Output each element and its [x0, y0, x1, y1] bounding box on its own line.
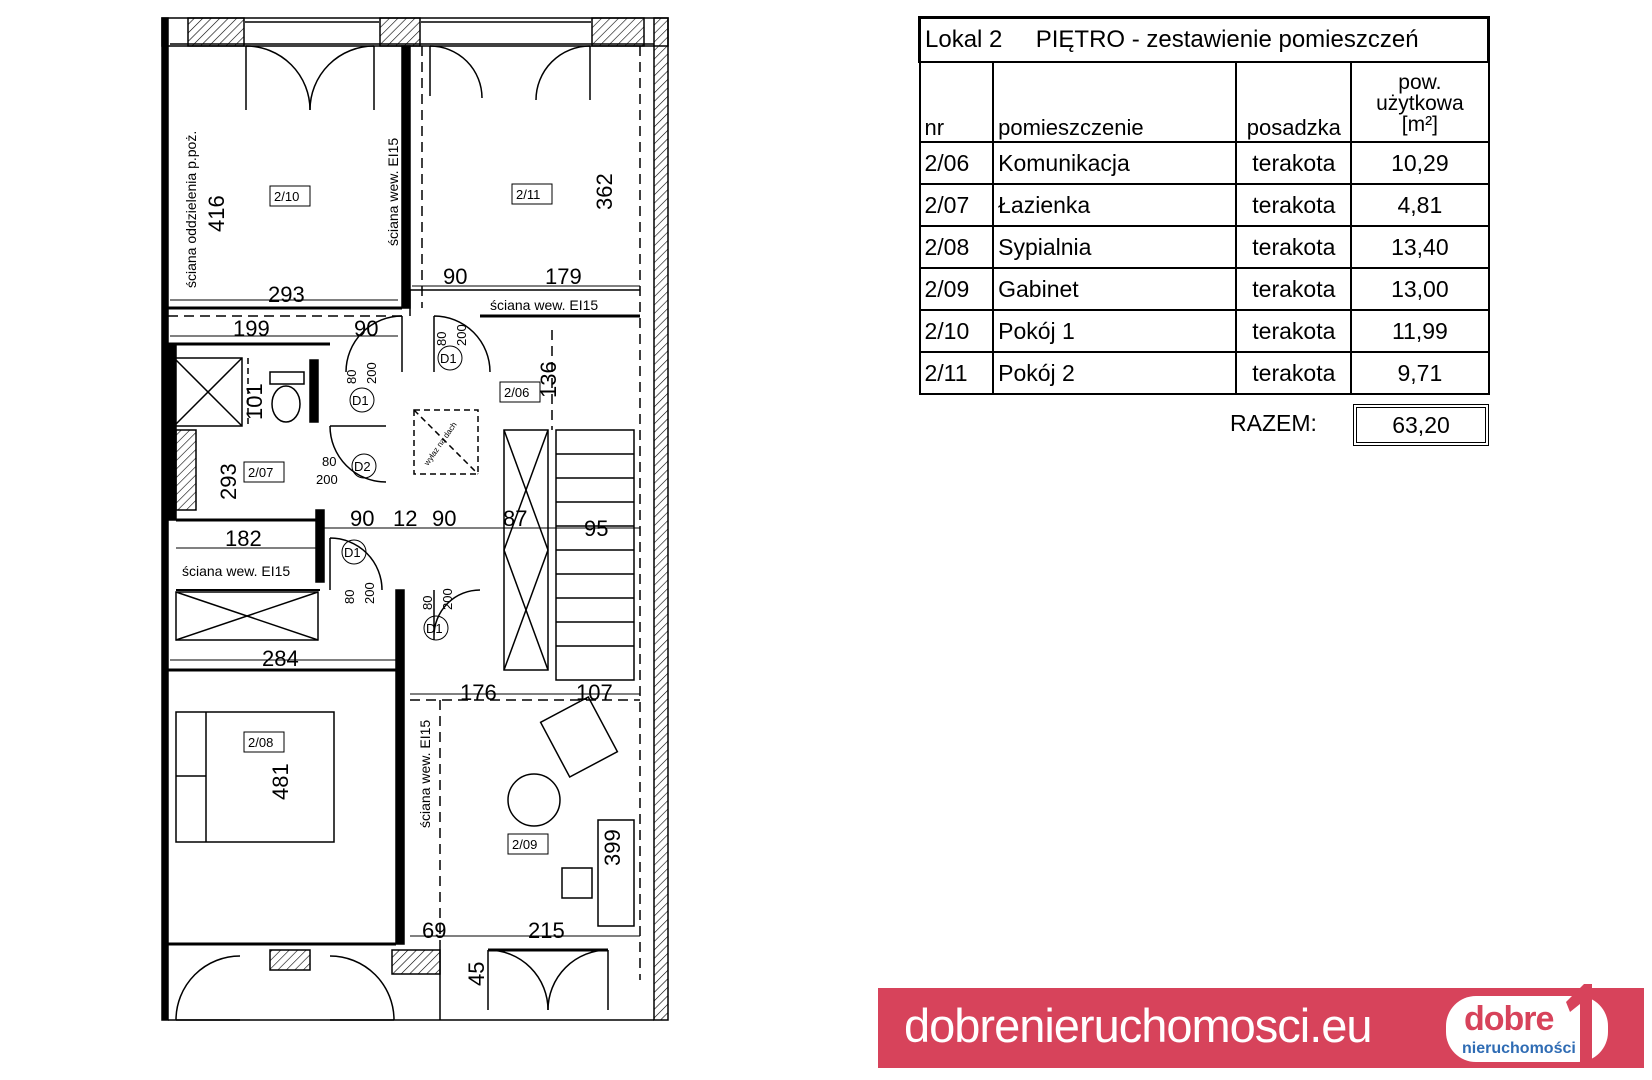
svg-text:80: 80 [322, 454, 336, 469]
table-row: 2/08 Sypialnia terakota 13,40 [918, 225, 1490, 269]
svg-text:80: 80 [344, 370, 359, 384]
door-tag-d1-d: D1 [423, 615, 449, 641]
dim-87: 87 [503, 506, 527, 531]
logo-text-top: dobre [1464, 1000, 1554, 1038]
svg-text:2/06: 2/06 [504, 385, 529, 400]
svg-text:80: 80 [342, 590, 357, 604]
svg-text:D1: D1 [344, 545, 361, 560]
wall-label-ei15-mid: ściana wew. EI15 [417, 720, 433, 828]
outer-wall-left [161, 17, 169, 1021]
svg-text:D1: D1 [440, 351, 457, 366]
dim-293-side: 293 [216, 463, 241, 500]
dim-179: 179 [545, 264, 582, 289]
svg-text:200: 200 [454, 324, 469, 346]
table-header-row: nr pomieszczenie posadzka pow. użytkowa … [918, 61, 1490, 143]
total-value: 63,20 [1353, 404, 1489, 446]
round-table [507, 773, 561, 827]
chair [561, 867, 593, 899]
room-tag-2-10: 2/10 [269, 185, 311, 207]
dim-481: 481 [268, 763, 293, 800]
table-row: 2/07 Łazienka terakota 4,81 [918, 183, 1490, 227]
dim-12: 12 [393, 506, 417, 531]
table-row: 2/10 Pokój 1 terakota 11,99 [918, 309, 1490, 353]
table-title: PIĘTRO - zestawienie pomieszczeń [1035, 26, 1419, 53]
stairs [503, 429, 549, 671]
wall-label-ei15-right: ściana wew. EI15 [490, 297, 598, 313]
col-header-floor: posadzka [1235, 61, 1353, 143]
table-total-row: RAZEM: 63,20 [1230, 404, 1492, 446]
floor-plan: 416 362 293 90 179 199 90 136 101 293 90… [161, 17, 669, 1021]
room-tag-2-08: 2/08 [243, 731, 285, 753]
dim-362: 362 [592, 173, 617, 210]
dim-399: 399 [600, 829, 625, 866]
table-row: 2/11 Pokój 2 terakota 9,71 [918, 351, 1490, 395]
room-tag-2-09: 2/09 [507, 833, 549, 855]
table-title-lokal: Lokal 2 [925, 26, 1003, 53]
stair-treads [556, 453, 634, 647]
col-header-area: pow. użytkowa [m²] [1350, 61, 1490, 143]
table-row: 2/06 Komunikacja terakota 10,29 [918, 141, 1490, 185]
svg-text:D1: D1 [352, 393, 369, 408]
svg-text:200: 200 [316, 472, 338, 487]
door-tag-d2: D2 [351, 453, 377, 479]
svg-text:2/11: 2/11 [516, 187, 540, 202]
bed [175, 711, 335, 843]
svg-text:2/09: 2/09 [512, 837, 537, 852]
door-tag-d1-b: D1 [437, 345, 463, 371]
dim-199: 199 [233, 316, 270, 341]
svg-text:D1: D1 [426, 621, 443, 636]
dim-90-top: 90 [443, 264, 467, 289]
logo-one-icon [1566, 984, 1592, 1064]
svg-text:D2: D2 [354, 459, 371, 474]
room-schedule-table: Lokal 2 PIĘTRO - zestawienie pomieszczeń… [918, 16, 1490, 395]
logo-text-bottom: nieruchomości [1462, 1040, 1576, 1057]
dim-90-c: 90 [350, 506, 374, 531]
room-tag-2-06: 2/06 [499, 381, 541, 403]
outer-wall-right [653, 17, 669, 1021]
col-header-room: pomieszczenie [992, 61, 1238, 143]
svg-text:80: 80 [434, 332, 449, 346]
wall-label-fire: ściana oddzielenia p.poż. [183, 131, 199, 288]
dim-95: 95 [584, 516, 608, 541]
svg-text:2/07: 2/07 [248, 465, 273, 480]
dim-107: 107 [576, 680, 613, 705]
agency-url[interactable]: dobrenieruchomosci.eu [904, 999, 1373, 1052]
room-tag-2-11: 2/11 [511, 183, 553, 205]
agency-banner: dobrenieruchomosci.eu dobre nieruchomośc… [878, 984, 1644, 1068]
wall-label-ei15-top: ściana wew. EI15 [385, 138, 401, 246]
door-tag-d1-c: D1 [341, 539, 367, 565]
roof-hatch-label: wyłaz na dach [422, 420, 459, 468]
dim-69: 69 [422, 918, 446, 943]
svg-text:200: 200 [364, 362, 379, 384]
agency-logo: dobre nieruchomości [1446, 984, 1608, 1064]
door-tag-d1-a: D1 [349, 387, 375, 413]
room-tag-2-07: 2/07 [243, 461, 285, 483]
roof-hatch [413, 409, 479, 475]
dim-182: 182 [225, 526, 262, 551]
svg-text:200: 200 [440, 588, 455, 610]
dim-416: 416 [204, 195, 229, 232]
door-size-labels: 80 200 80 200 80 200 80 200 80 200 [316, 324, 469, 610]
dim-176: 176 [460, 680, 497, 705]
svg-text:2/08: 2/08 [248, 735, 273, 750]
dim-215: 215 [528, 918, 565, 943]
dim-293-top: 293 [268, 282, 305, 307]
svg-text:2/10: 2/10 [274, 189, 299, 204]
dim-101: 101 [242, 383, 267, 420]
wall-label-ei15-left: ściana wew. EI15 [182, 563, 290, 579]
armchair [539, 695, 619, 779]
col-header-nr: nr [918, 61, 995, 143]
dim-45: 45 [464, 962, 489, 986]
table-title-row: Lokal 2 PIĘTRO - zestawienie pomieszczeń [918, 16, 1490, 63]
table-row: 2/09 Gabinet terakota 13,00 [918, 267, 1490, 311]
dim-284: 284 [262, 646, 299, 671]
svg-text:200: 200 [362, 582, 377, 604]
svg-text:80: 80 [420, 596, 435, 610]
dim-90-b: 90 [354, 316, 378, 341]
dim-90-d: 90 [432, 506, 456, 531]
total-label: RAZEM: [1230, 410, 1317, 436]
